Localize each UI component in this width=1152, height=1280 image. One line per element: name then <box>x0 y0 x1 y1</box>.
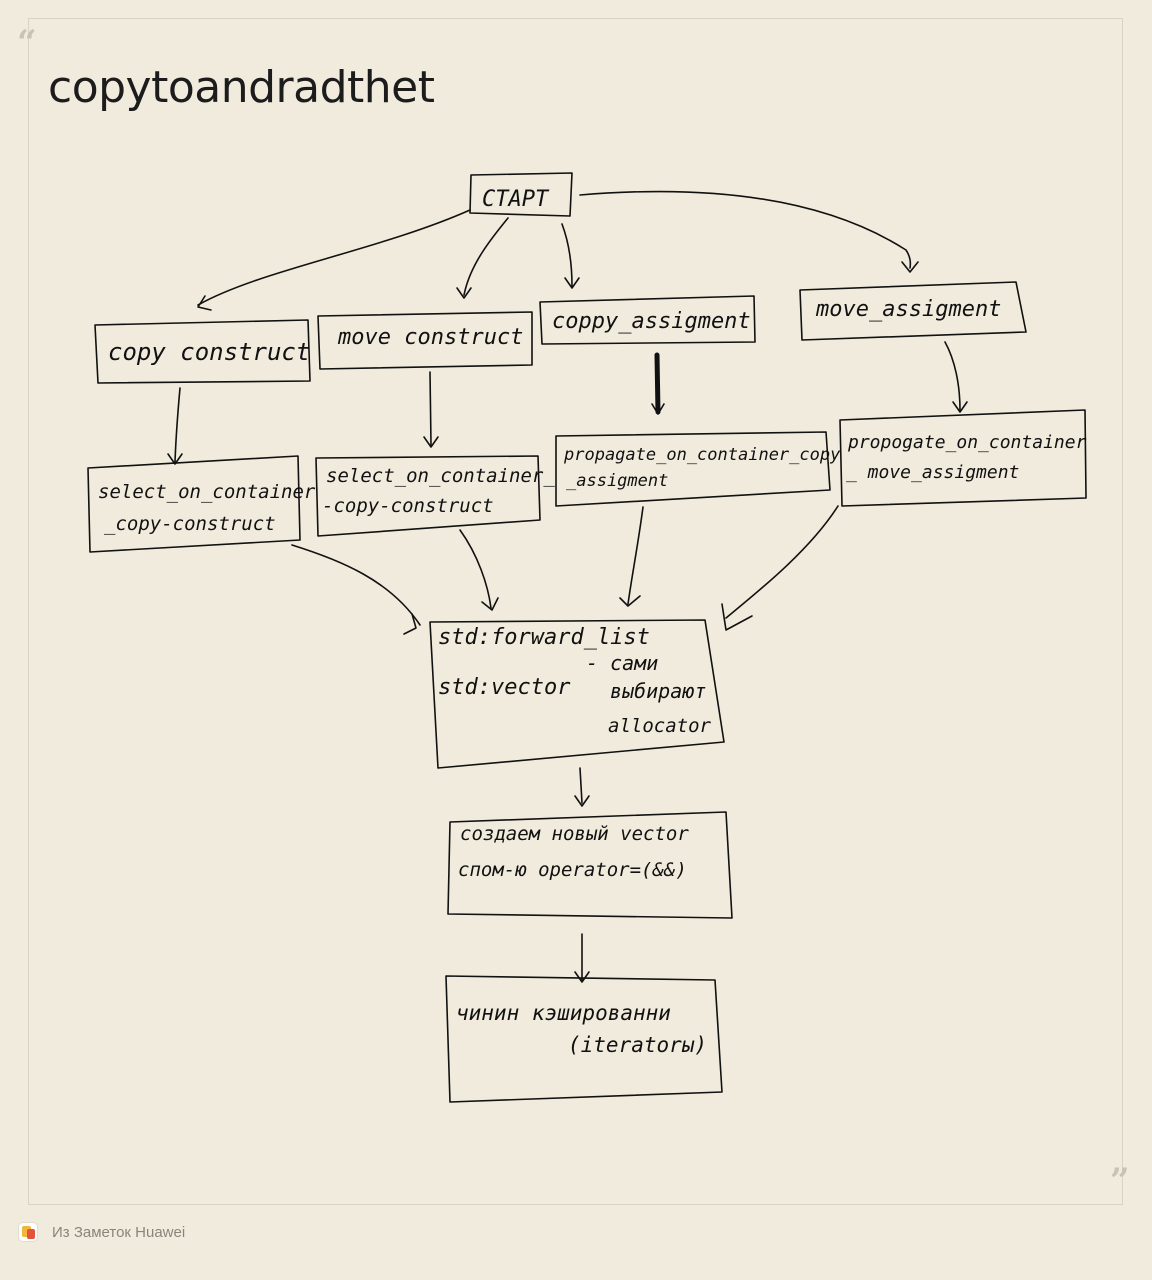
arrow-copy-assignment-to-propagate <box>654 352 661 415</box>
select-copy-2-line2: -copy-construct <box>322 495 494 517</box>
copy-construct-label: copy construct <box>108 338 310 366</box>
copy-construct-node: copy construct <box>94 319 311 384</box>
lists-vector-label: std:vector <box>438 675 571 700</box>
arrow-start-to-move-construct <box>463 217 509 296</box>
select-copy-1-line2: _copy-construct <box>104 513 276 535</box>
arrow-lists-to-create <box>579 767 583 804</box>
iterators-node: чинин кэшированни (iteratorы) <box>445 975 723 1103</box>
huawei-notes-icon <box>18 1222 38 1242</box>
lists-node: std:forward_list std:vector - сами выбир… <box>429 619 725 769</box>
propagate-move-line1: propogate_on_container <box>847 432 1087 453</box>
start-label: СТАРТ <box>482 187 550 212</box>
arrow-propagate-move-to-lists <box>725 505 839 619</box>
select-copy-1-line1: select_on_container <box>98 481 316 503</box>
propagate-move-line2: _ move_assigment <box>846 462 1019 483</box>
move-assignment-node: move_assigment <box>799 281 1027 341</box>
source-label: Из Заметок Huawei <box>52 1223 186 1241</box>
create-line2: спом-ю operator=(&&) <box>458 859 687 881</box>
copy-assignment-label: coppy_assigment <box>552 309 751 334</box>
propagate-copy-node: propagate_on_container_copy _assigment <box>555 431 841 507</box>
arrow-propagate-copy-to-lists <box>627 506 644 605</box>
move-construct-label: move construct <box>337 325 523 350</box>
arrow-copy-construct-to-select <box>174 387 181 463</box>
start-node: СТАРТ <box>469 172 573 217</box>
move-assignment-label: move_assigment <box>815 297 1001 322</box>
close-quote-icon: ” <box>1110 1161 1130 1201</box>
propagate-move-node: propogate_on_container _ move_assigment <box>839 409 1087 507</box>
select-copy-2-line1: select_on_container_ <box>326 465 555 487</box>
arrow-select2-to-lists <box>459 529 492 609</box>
move-construct-node: move construct <box>317 311 533 370</box>
lists-note-3: allocator <box>608 715 712 737</box>
arrow-move-assignment-to-propagate <box>944 341 961 411</box>
note-title: copytoandradthet <box>48 62 435 113</box>
select-copy-node-2: select_on_container_ -copy-construct <box>315 455 555 537</box>
create-line1: создаем новый vector <box>460 823 689 845</box>
copy-assignment-node: coppy_assigment <box>539 295 756 345</box>
arrow-move-construct-to-select <box>429 371 432 446</box>
iterators-line1: чинин кэшированни <box>456 1001 671 1025</box>
arrow-start-to-copy-construct <box>197 209 471 306</box>
propagate-copy-line2: _assigment <box>566 471 668 491</box>
arrow-start-to-move-assignment <box>579 190 912 269</box>
arrow-start-to-copy-assignment <box>561 223 573 287</box>
arrow-select1-to-lists <box>291 544 421 626</box>
propagate-copy-line1: propagate_on_container_copy <box>563 445 841 465</box>
note-card <box>28 18 1123 1205</box>
lists-note-2: выбирают <box>610 679 706 703</box>
source-footer: Из Заметок Huawei <box>18 1218 185 1246</box>
iterators-line2: (iteratorы) <box>568 1033 707 1057</box>
select-copy-node-1: select_on_container _copy-construct <box>87 455 316 553</box>
lists-forward-label: std:forward_list <box>438 625 650 650</box>
create-vector-node: создаем новый vector спом-ю operator=(&&… <box>447 811 733 919</box>
open-quote-icon: “ <box>17 23 37 63</box>
lists-note-1: - сами <box>586 651 658 675</box>
